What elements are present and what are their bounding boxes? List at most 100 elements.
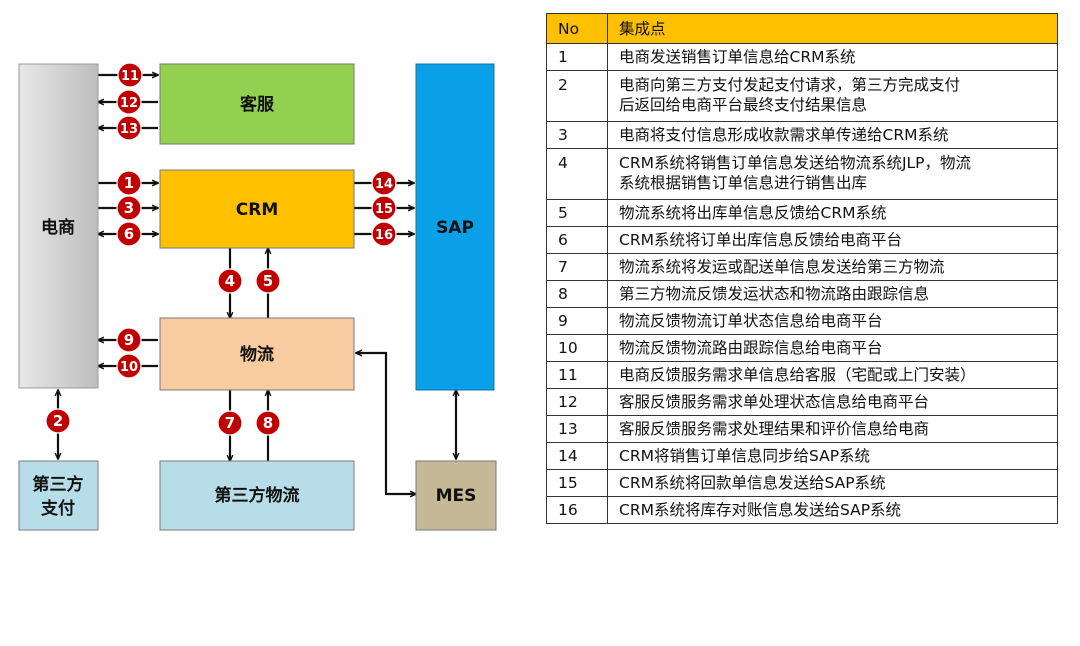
row-number: 3 bbox=[546, 121, 608, 149]
badge-number-8: 8 bbox=[263, 414, 273, 432]
crm-box bbox=[159, 169, 355, 249]
badge-circle-12 bbox=[116, 89, 142, 115]
customer-service-box bbox=[159, 63, 355, 145]
row-description: 物流反馈物流订单状态信息给电商平台 bbox=[607, 307, 1058, 335]
row-description: 电商将支付信息形成收款需求单传递给CRM系统 bbox=[607, 121, 1058, 149]
table-header-row: No 集成点 bbox=[546, 13, 1058, 44]
arrow-mes-logistics bbox=[356, 353, 416, 494]
badge-number-12: 12 bbox=[120, 96, 138, 111]
badge-circle-10 bbox=[116, 353, 142, 379]
row-number: 10 bbox=[546, 334, 608, 362]
row-description-line-2: 系统根据销售订单信息进行销售出库 bbox=[619, 174, 868, 192]
third-party-payment-label-2: 支付 bbox=[41, 498, 75, 519]
badge-circle-8 bbox=[255, 410, 281, 436]
header-no: No bbox=[546, 13, 608, 44]
row-number: 15 bbox=[546, 469, 608, 497]
row-description: 电商反馈服务需求单信息给客服（宅配或上门安装） bbox=[607, 361, 1058, 389]
sap-label: SAP bbox=[436, 218, 474, 238]
badge-number-3: 3 bbox=[124, 199, 134, 217]
row-number: 11 bbox=[546, 361, 608, 389]
row-number: 9 bbox=[546, 307, 608, 335]
logistics-label: 物流 bbox=[240, 344, 274, 365]
row-description: CRM将销售订单信息同步给SAP系统 bbox=[607, 442, 1058, 470]
badge-circle-7 bbox=[217, 410, 243, 436]
third-party-payment-box bbox=[18, 460, 99, 531]
row-number: 8 bbox=[546, 280, 608, 308]
row-description: 客服反馈服务需求处理结果和评价信息给电商 bbox=[607, 415, 1058, 443]
badge-circle-15 bbox=[371, 195, 397, 221]
crm-label: CRM bbox=[236, 200, 278, 220]
badge-circle-11 bbox=[117, 62, 143, 88]
badge-number-10: 10 bbox=[120, 360, 138, 375]
row-number: 6 bbox=[546, 226, 608, 254]
row-number: 1 bbox=[546, 43, 608, 71]
row-description: 电商向第三方支付发起支付请求，第三方完成支付后返回给电商平台最终支付结果信息 bbox=[607, 70, 1058, 122]
badge-circle-13 bbox=[116, 115, 142, 141]
boxes bbox=[18, 63, 497, 531]
badge-number-13: 13 bbox=[120, 122, 138, 137]
row-description: 第三方物流反馈发运状态和物流路由跟踪信息 bbox=[607, 280, 1058, 308]
row-description: 客服反馈服务需求单处理状态信息给电商平台 bbox=[607, 388, 1058, 416]
mes-label: MES bbox=[436, 486, 477, 506]
badge-number-4: 4 bbox=[225, 272, 235, 290]
badge-circle-1 bbox=[116, 170, 142, 196]
badge-number-5: 5 bbox=[263, 272, 273, 290]
header-integration-point: 集成点 bbox=[607, 13, 1058, 44]
customer-service-label: 客服 bbox=[239, 94, 275, 115]
row-number: 13 bbox=[546, 415, 608, 443]
ecommerce-label: 电商 bbox=[41, 217, 75, 238]
badge-number-6: 6 bbox=[124, 225, 134, 243]
row-description: CRM系统将订单出库信息反馈给电商平台 bbox=[607, 226, 1058, 254]
badge-number-11: 11 bbox=[121, 69, 139, 84]
logistics-box bbox=[159, 317, 355, 391]
badge-circle-3 bbox=[116, 195, 142, 221]
row-description-line-2: 后返回给电商平台最终支付结果信息 bbox=[619, 96, 868, 114]
sap-box bbox=[415, 63, 495, 391]
badge-number-9: 9 bbox=[124, 331, 134, 349]
ecommerce-box bbox=[18, 63, 99, 389]
badge-number-16: 16 bbox=[375, 228, 393, 243]
third-party-logistics-box bbox=[159, 460, 355, 531]
badge-circle-14 bbox=[371, 170, 397, 196]
row-number: 4 bbox=[546, 148, 608, 200]
mes-box bbox=[415, 460, 497, 531]
row-description: 物流系统将出库单信息反馈给CRM系统 bbox=[607, 199, 1058, 227]
row-description: 物流系统将发运或配送单信息发送给第三方物流 bbox=[607, 253, 1058, 281]
row-number: 12 bbox=[546, 388, 608, 416]
badge-number-15: 15 bbox=[375, 202, 393, 217]
badge-number-1: 1 bbox=[124, 174, 134, 192]
badge-circle-5 bbox=[255, 268, 281, 294]
row-description-line-1: 电商向第三方支付发起支付请求，第三方完成支付 bbox=[619, 76, 961, 94]
badge-circle-6 bbox=[116, 221, 142, 247]
row-number: 16 bbox=[546, 496, 608, 524]
row-number: 2 bbox=[546, 70, 608, 122]
row-description: 电商发送销售订单信息给CRM系统 bbox=[607, 43, 1058, 71]
badge-number-14: 14 bbox=[375, 177, 393, 192]
row-number: 14 bbox=[546, 442, 608, 470]
badge-number-2: 2 bbox=[53, 412, 63, 430]
row-description: CRM系统将回款单信息发送给SAP系统 bbox=[607, 469, 1058, 497]
row-description: 物流反馈物流路由跟踪信息给电商平台 bbox=[607, 334, 1058, 362]
row-number: 7 bbox=[546, 253, 608, 281]
badge-circle-2 bbox=[45, 408, 71, 434]
row-description: CRM系统将销售订单信息发送给物流系统JLP，物流系统根据销售订单信息进行销售出… bbox=[607, 148, 1058, 200]
